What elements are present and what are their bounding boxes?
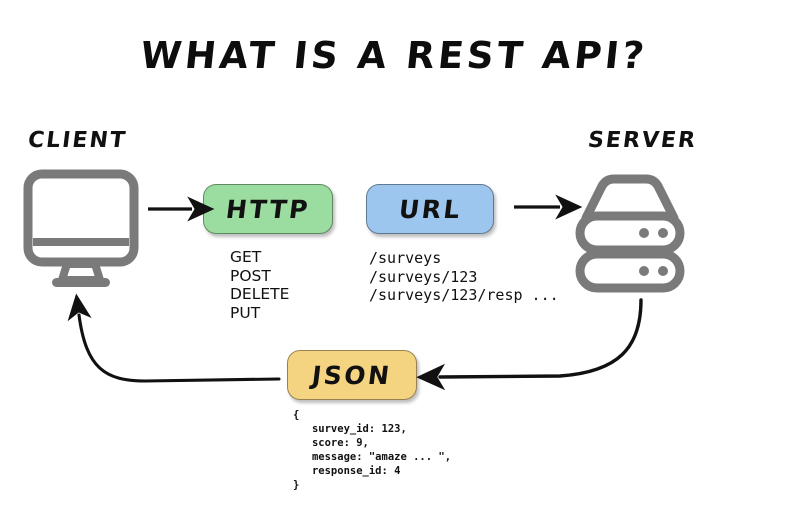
json-payload-code: { survey_id: 123, score: 9, message: "am… xyxy=(293,409,452,491)
url-box-label: URL xyxy=(396,194,464,224)
url-paths-list: /surveys /surveys/123 /surveys/123/resp … xyxy=(369,249,559,304)
server-label: SERVER xyxy=(586,128,699,153)
monitor-icon xyxy=(22,168,140,295)
json-box[interactable]: JSON xyxy=(287,350,417,400)
server-rack-icon xyxy=(568,172,692,299)
url-box[interactable]: URL xyxy=(366,184,494,234)
http-methods-list: GET POST DELETE PUT xyxy=(230,248,290,322)
json-box-label: JSON xyxy=(310,360,394,390)
page-title: WHAT IS A REST API? xyxy=(138,34,650,77)
client-label: CLIENT xyxy=(26,128,129,153)
arrow-json-to-client xyxy=(67,293,281,383)
http-box[interactable]: HTTP xyxy=(203,184,333,234)
http-box-label: HTTP xyxy=(224,194,312,224)
arrow-server-to-json xyxy=(416,298,643,391)
